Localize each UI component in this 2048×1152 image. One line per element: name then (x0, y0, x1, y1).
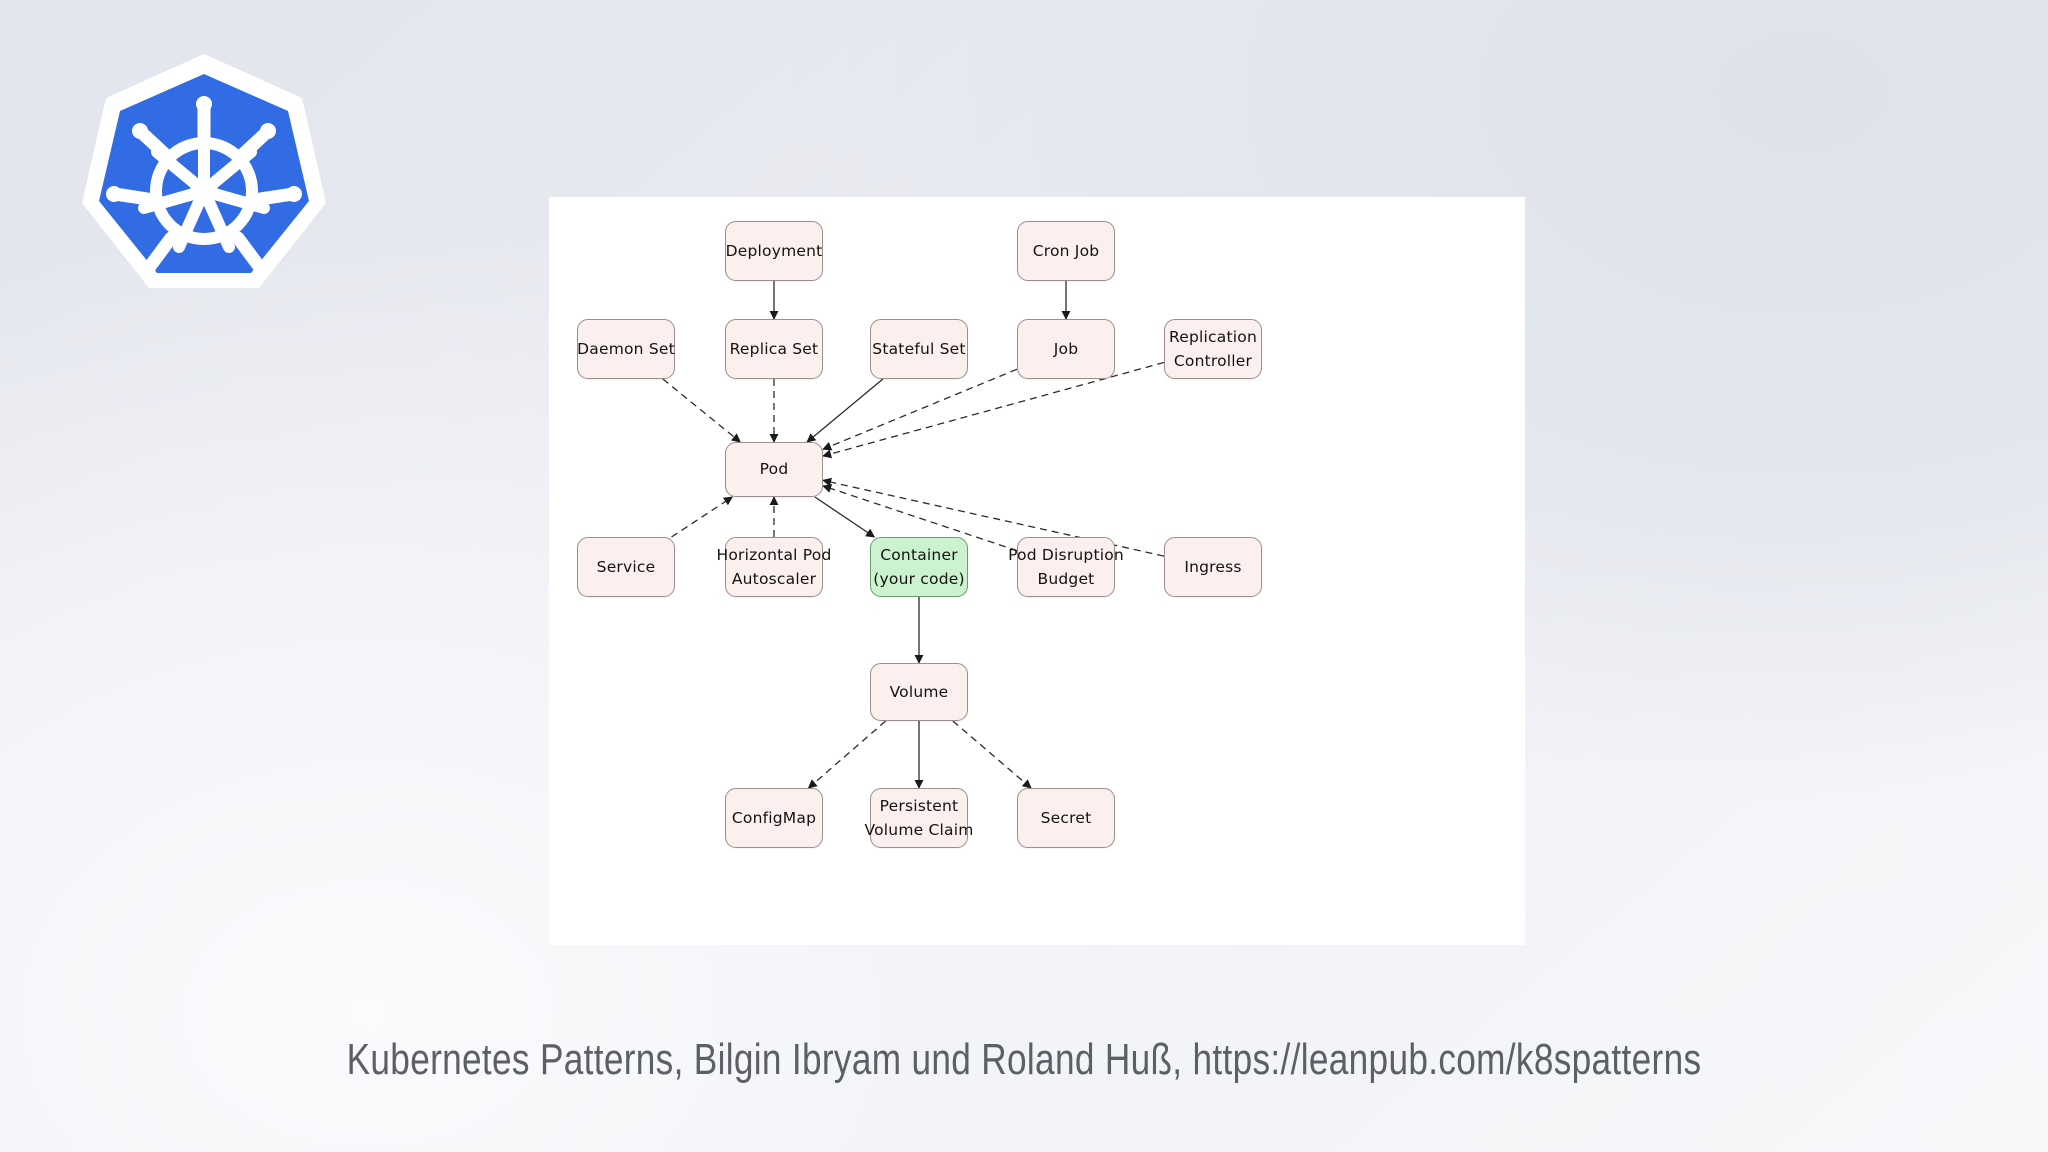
edge-statefulset-to-pod (806, 378, 884, 443)
node-label: Secret (1040, 808, 1092, 827)
node-configmap: ConfigMap (725, 788, 823, 848)
node-cronjob: Cron Job (1017, 221, 1115, 281)
node-replicaset: Replica Set (725, 319, 823, 379)
node-daemonset: Daemon Set (577, 319, 675, 379)
node-label: Volume (889, 682, 949, 701)
edge-volume-to-configmap (807, 720, 887, 789)
node-statefulset: Stateful Set (870, 319, 968, 379)
edge-poddisruptionbudget-to-pod (822, 484, 1018, 552)
node-volume: Volume (870, 663, 968, 721)
node-label: Container (880, 545, 958, 564)
node-label: Stateful Set (872, 339, 966, 358)
source-caption: Kubernetes Patterns, Bilgin Ibryam und R… (346, 1035, 1702, 1084)
node-label-line2: Controller (1173, 352, 1253, 370)
node-label: Replication (1169, 327, 1257, 346)
node-label-line2: Budget (1037, 570, 1095, 588)
node-label: Pod Disruption (1008, 545, 1124, 564)
diagram-edges (662, 281, 1165, 789)
node-label: Daemon Set (577, 339, 675, 358)
node-job: Job (1017, 319, 1115, 379)
node-label: ConfigMap (731, 808, 817, 827)
edge-replicationcontroller-to-pod (822, 361, 1165, 459)
node-container: Container (your code) (870, 537, 968, 597)
node-label: Cron Job (1032, 241, 1100, 260)
node-ingress: Ingress (1164, 537, 1262, 597)
node-label: Job (1053, 339, 1079, 358)
kubernetes-logo-svg (82, 54, 326, 288)
node-label: Service (596, 557, 656, 576)
edge-pod-to-container (814, 496, 876, 538)
node-label: Deployment (725, 241, 823, 260)
node-label: Pod (759, 460, 789, 479)
edge-ingress-to-pod (822, 477, 1165, 557)
node-label: Horizontal Pod (716, 545, 832, 564)
node-label: Persistent (879, 796, 959, 815)
edge-daemonset-to-pod (662, 378, 741, 443)
node-deployment: Deployment (725, 221, 823, 281)
node-label-line2: Autoscaler (731, 570, 817, 588)
node-label-line2: (your code) (873, 570, 965, 588)
edge-layer (662, 281, 1165, 789)
node-service: Service (577, 537, 675, 597)
node-label: Ingress (1184, 557, 1242, 576)
kubernetes-logo (78, 48, 330, 310)
logo-helm-wheel (106, 96, 302, 278)
node-label: Replica Set (729, 339, 819, 358)
edge-service-to-pod (671, 496, 734, 538)
edge-volume-to-secret (952, 720, 1032, 789)
node-secret: Secret (1017, 788, 1115, 848)
edge-job-to-pod (822, 368, 1018, 451)
node-pod: Pod (725, 442, 823, 497)
node-label-line2: Volume Claim (864, 821, 974, 839)
